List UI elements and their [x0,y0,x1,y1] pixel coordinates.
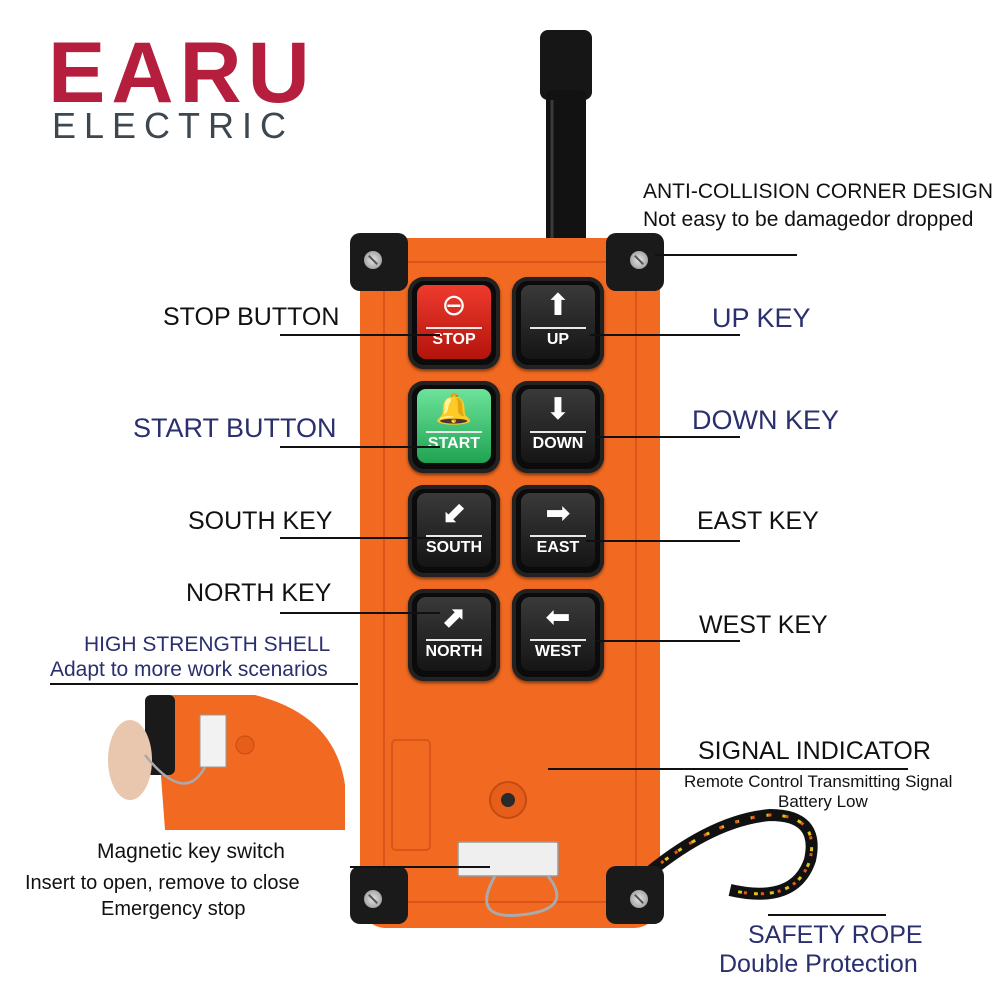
start-label: START [427,435,481,452]
key-switch-callout-title: Magnetic key switch [97,840,285,863]
corner-guard-bottom-left [350,866,408,924]
down-callout: DOWN KEY [692,405,840,435]
north-label: NORTH [425,643,483,660]
arrow-left-icon: ⬅ [545,600,571,635]
stop-button[interactable]: ⊖ STOP [408,277,500,369]
start-button[interactable]: 🔔 START [408,381,500,473]
stop-label: STOP [432,331,476,348]
key-switch [457,841,559,877]
stop-icon: ⊖ [441,288,467,323]
corner-guard-top-right [606,233,664,291]
key-switch-callout-desc2: Emergency stop [101,898,246,920]
orange-shell [360,238,660,928]
arrow-right-icon: ➡ [545,496,571,531]
up-label: UP [546,331,570,348]
corner-callout-desc: Not easy to be damagedor dropped [643,208,974,231]
signal-callout-desc1: Remote Control Transmitting Signal [684,772,953,791]
arrow-up-right-icon: ⬈ [441,600,467,635]
down-label: DOWN [532,435,584,452]
up-callout: UP KEY [712,303,811,333]
east-label: EAST [536,539,580,556]
west-callout: WEST KEY [699,611,828,639]
brand-logo: EARU [48,25,316,121]
brand-subtitle: ELECTRIC [52,105,295,146]
arrow-down-icon: ⬇ [545,392,571,427]
south-label: SOUTH [426,539,482,556]
safety-rope [636,808,818,900]
signal-led [501,793,515,807]
corner-guard-bottom-right [606,866,664,924]
rope-callout-title: SAFETY ROPE [748,921,923,949]
arrow-up-icon: ⬆ [545,288,571,323]
corner-callout-title: ANTI-COLLISION CORNER DESIGN [643,180,994,203]
signal-callout-desc2: Battery Low [778,792,868,811]
up-key[interactable]: ⬆ UP [512,277,604,369]
south-callout: SOUTH KEY [188,507,333,535]
north-key[interactable]: ⬈ NORTH [408,589,500,681]
shell-callout-desc: Adapt to more work scenarios [50,658,328,681]
down-key[interactable]: ⬇ DOWN [512,381,604,473]
south-key[interactable]: ⬋ SOUTH [408,485,500,577]
stop-callout: STOP BUTTON [163,303,340,331]
signal-callout-title: SIGNAL INDICATOR [698,737,931,765]
key-switch-detail-photo [108,695,345,830]
bell-icon: 🔔 [435,392,473,427]
west-key[interactable]: ⬅ WEST [512,589,604,681]
west-label: WEST [534,643,582,660]
start-callout: START BUTTON [133,413,337,443]
east-callout: EAST KEY [697,507,819,535]
antenna [546,90,586,250]
key-switch-callout-desc1: Insert to open, remove to close [25,872,300,894]
arrow-down-left-icon: ⬋ [441,496,467,531]
shell-callout-title: HIGH STRENGTH SHELL [84,633,331,656]
north-callout: NORTH KEY [186,579,332,607]
east-key[interactable]: ➡ EAST [512,485,604,577]
rope-callout-desc: Double Protection [719,950,918,978]
corner-guard-top-left [350,233,408,291]
antenna-cap [540,30,592,100]
